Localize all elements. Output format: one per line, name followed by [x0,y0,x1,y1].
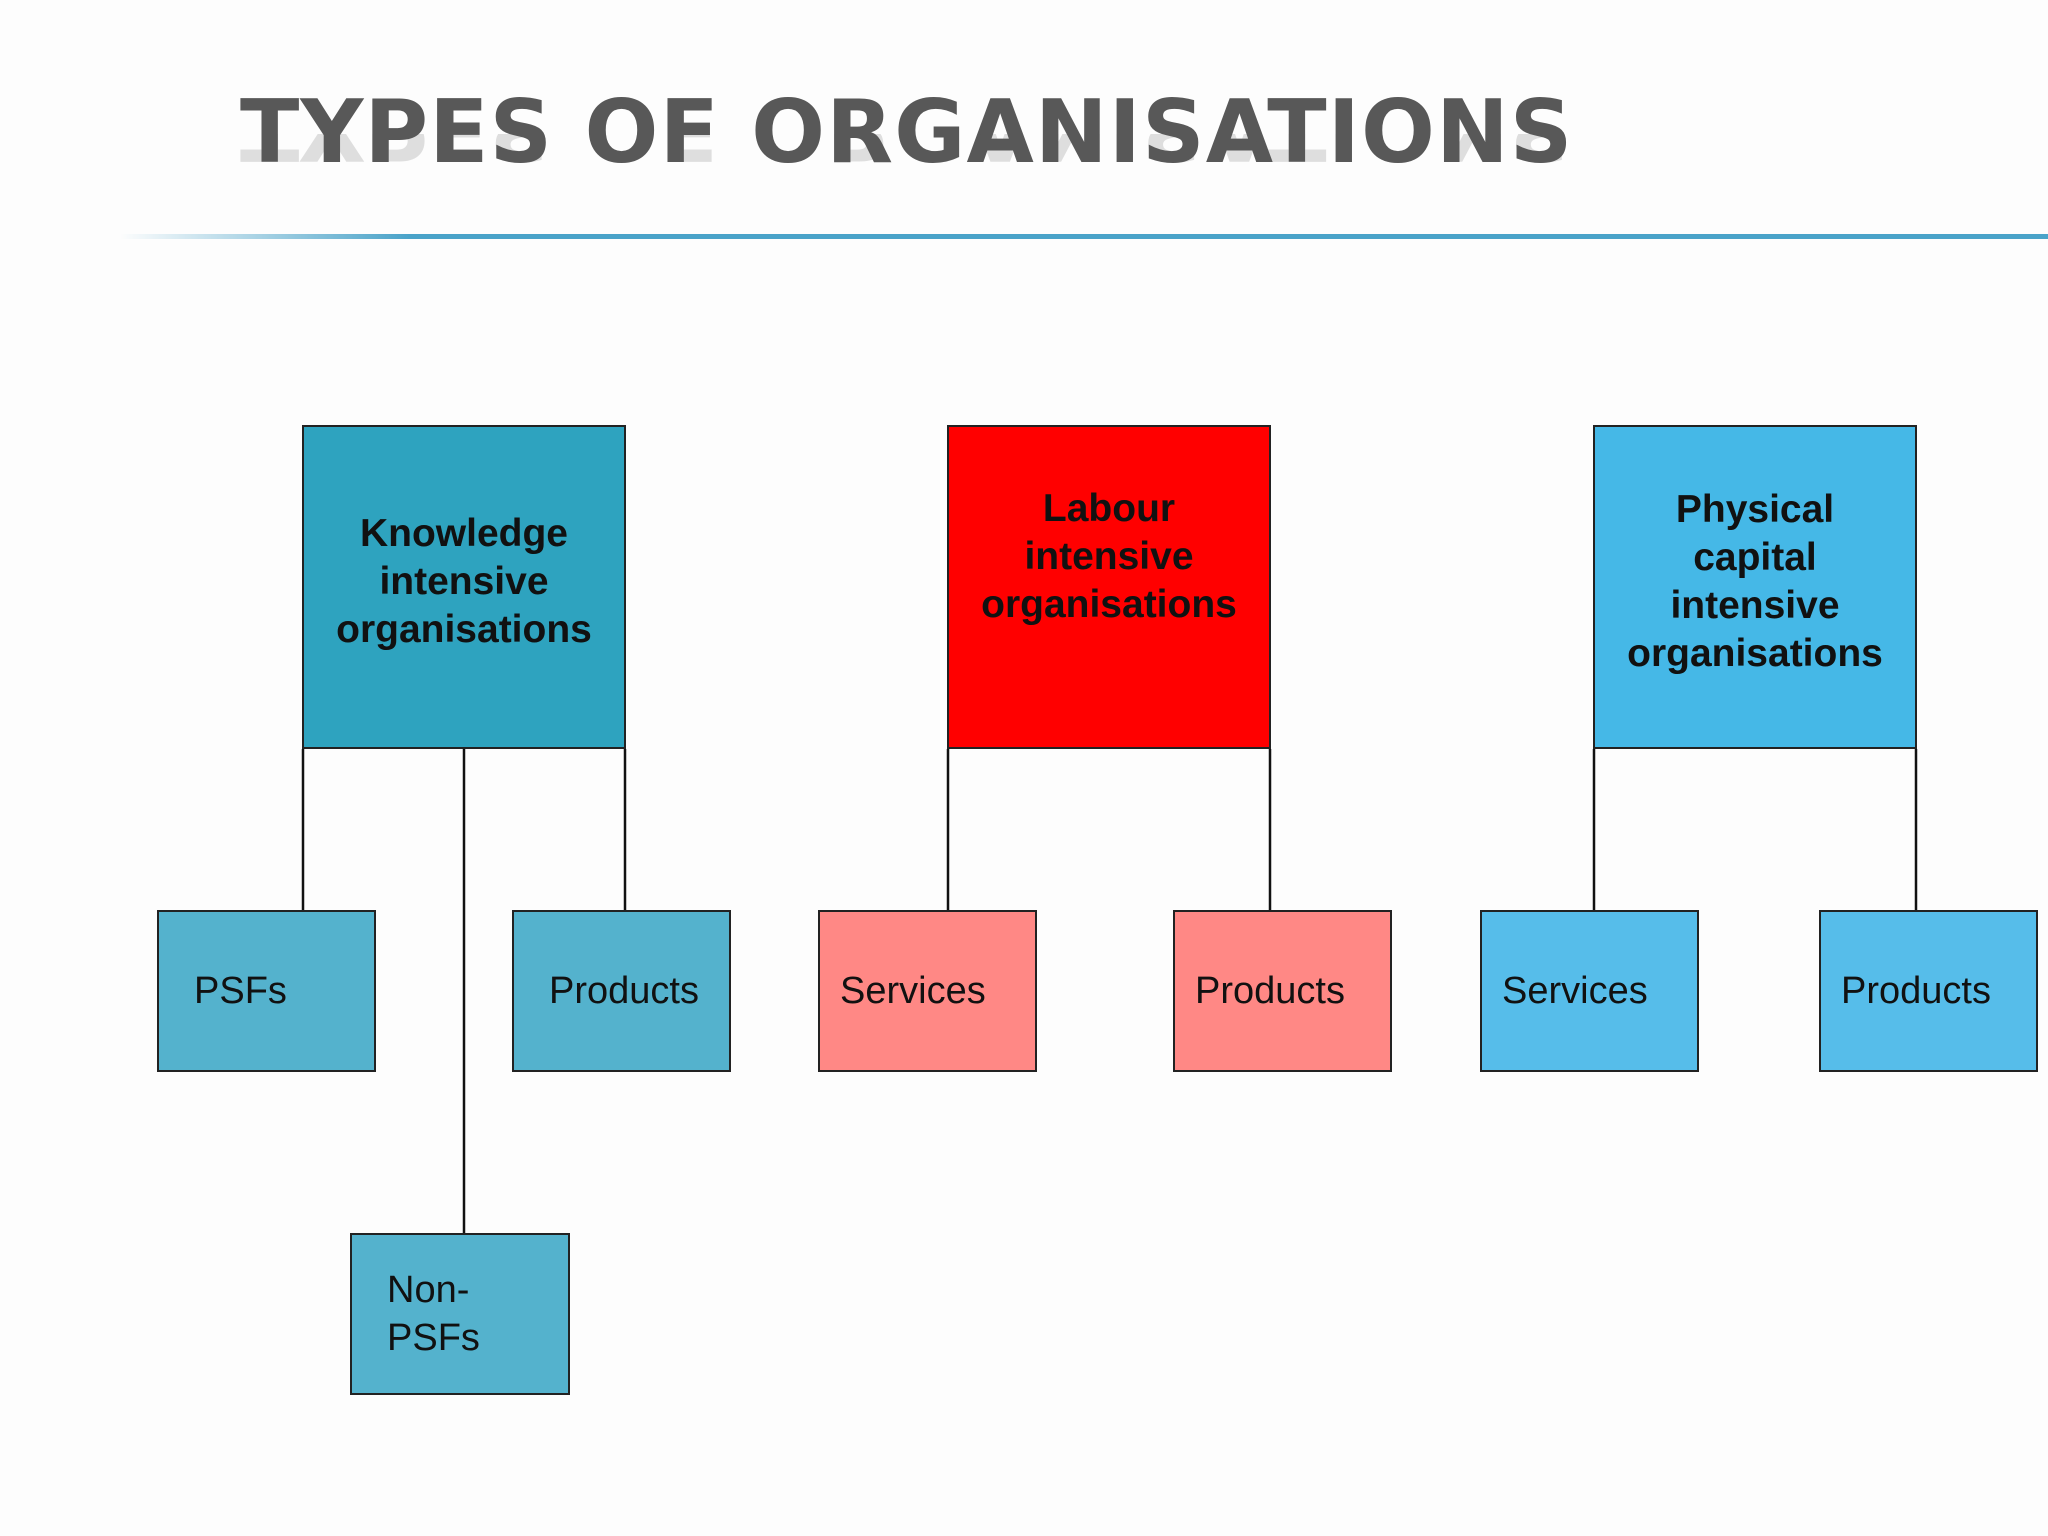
psfs-label: PSFs [194,970,287,1012]
physical-services-box: Services [1480,910,1699,1072]
labour-services-box: Services [818,910,1037,1072]
knowledge-intensive-box: Knowledge intensive organisations [302,425,626,749]
knowledge-products-label: Products [549,970,699,1012]
physical-services-label: Services [1502,970,1648,1012]
physical-capital-intensive-box: Physical capital intensive organisations [1593,425,1917,749]
labour-intensive-label: Labour intensive organisations [981,487,1237,626]
knowledge-products-box: Products [512,910,731,1072]
physical-products-label: Products [1841,970,1991,1012]
labour-products-label: Products [1195,970,1345,1012]
psfs-box: PSFs [157,910,376,1072]
title-divider [120,234,2048,239]
physical-products-box: Products [1819,910,2038,1072]
labour-services-label: Services [840,970,986,1012]
knowledge-intensive-label: Knowledge intensive organisations [336,512,592,651]
non-psfs-label: Non-PSFs [387,1269,480,1359]
non-psfs-box: Non-PSFs [350,1233,570,1395]
labour-products-box: Products [1173,910,1392,1072]
labour-intensive-box: Labour intensive organisations [947,425,1271,749]
physical-capital-intensive-label: Physical capital intensive organisations [1627,488,1883,675]
slide-title: TYPES OF ORGANISATIONS [240,81,1574,183]
